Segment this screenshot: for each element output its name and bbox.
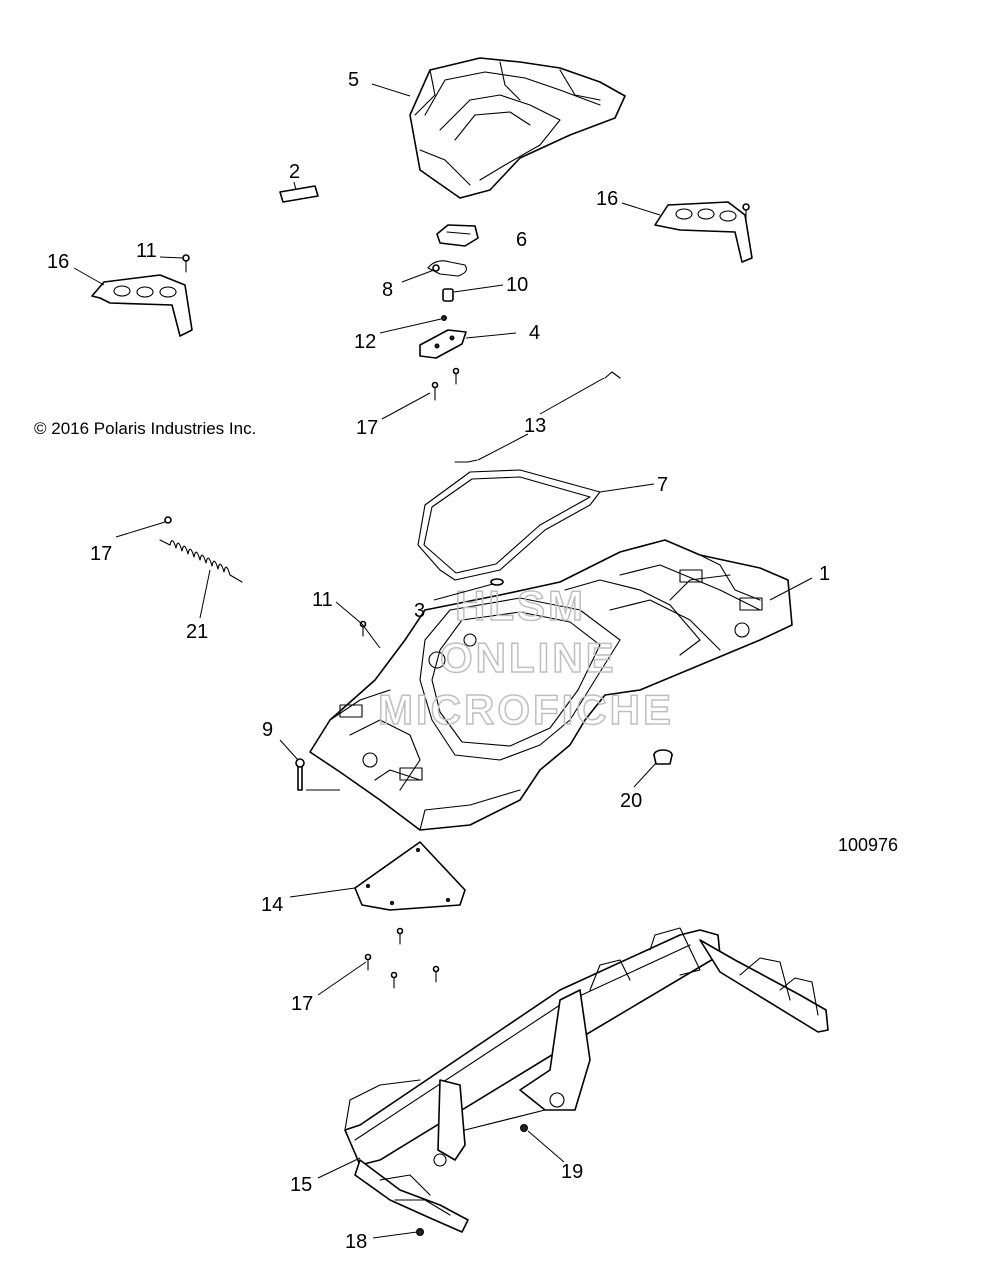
part-1-storage-box bbox=[309, 539, 793, 831]
part-17-screws-upper bbox=[431, 367, 460, 401]
callout-9: 9 bbox=[262, 719, 273, 741]
part-17-screw-left bbox=[164, 516, 172, 524]
part-11-screw-box bbox=[359, 620, 367, 637]
callout-14: 14 bbox=[261, 894, 283, 916]
callout-4: 4 bbox=[529, 322, 540, 344]
leader-lines bbox=[73, 83, 813, 1239]
callout-labels: 5 2 16 6 11 16 8 10 4 12 17 13 7 17 1 11… bbox=[47, 69, 830, 1253]
part-20-plug bbox=[653, 749, 673, 765]
part-6-latch bbox=[436, 224, 479, 247]
callout-1: 1 bbox=[819, 563, 830, 585]
callout-7: 7 bbox=[657, 474, 668, 496]
copyright-text: © 2016 Polaris Industries Inc. bbox=[34, 419, 256, 438]
callout-5: 5 bbox=[348, 69, 359, 91]
part-13-cable bbox=[454, 371, 621, 463]
part-14-panel bbox=[354, 841, 466, 911]
part-7-seal bbox=[417, 469, 601, 581]
part-11-screw-left bbox=[182, 254, 190, 273]
callout-17-left: 17 bbox=[90, 543, 112, 565]
part-10-nut bbox=[442, 288, 454, 302]
part-8-clip bbox=[427, 260, 467, 277]
watermark-line2: ONLINE bbox=[440, 634, 617, 681]
part-17-screws-lower bbox=[364, 927, 440, 989]
watermark-line3: MICROFICHE bbox=[378, 686, 674, 733]
watermark: HLSM ONLINE MICROFICHE bbox=[377, 581, 674, 734]
callout-6: 6 bbox=[516, 229, 527, 251]
callout-11-left: 11 bbox=[136, 240, 157, 262]
callout-19: 19 bbox=[561, 1161, 583, 1183]
part-16-bracket-left bbox=[91, 274, 193, 337]
callout-13: 13 bbox=[524, 415, 546, 437]
part-2-decal bbox=[279, 185, 319, 203]
part-3-grommet bbox=[490, 578, 504, 586]
callout-2: 2 bbox=[289, 161, 300, 183]
callout-3: 3 bbox=[414, 600, 425, 622]
callout-16-left: 16 bbox=[47, 251, 69, 273]
part-19-nut bbox=[520, 1124, 528, 1132]
part-screw-right bbox=[742, 203, 750, 223]
watermark-line1: HLSM bbox=[455, 582, 586, 629]
part-16-bracket-right bbox=[654, 201, 753, 263]
part-12-washer bbox=[441, 315, 447, 321]
callout-20: 20 bbox=[620, 790, 642, 812]
part-9-bolt bbox=[295, 758, 340, 791]
part-4-plate bbox=[419, 329, 467, 359]
part-21-spring bbox=[159, 539, 243, 583]
part-15-rack-frame bbox=[344, 927, 829, 1233]
figure-id: 100976 bbox=[838, 835, 898, 855]
callout-18: 18 bbox=[345, 1231, 367, 1253]
callout-21: 21 bbox=[186, 621, 208, 643]
callout-17-lower: 17 bbox=[291, 993, 313, 1015]
callout-17-upper: 17 bbox=[356, 417, 378, 439]
callout-15: 15 bbox=[290, 1174, 312, 1196]
part-18-nut bbox=[416, 1228, 424, 1236]
callout-16-right: 16 bbox=[596, 188, 618, 210]
callout-10: 10 bbox=[506, 274, 528, 296]
callout-12: 12 bbox=[354, 331, 376, 353]
callout-8: 8 bbox=[382, 279, 393, 301]
callout-11-box: 11 bbox=[312, 589, 333, 611]
part-5-rack-top-cover bbox=[409, 57, 626, 199]
